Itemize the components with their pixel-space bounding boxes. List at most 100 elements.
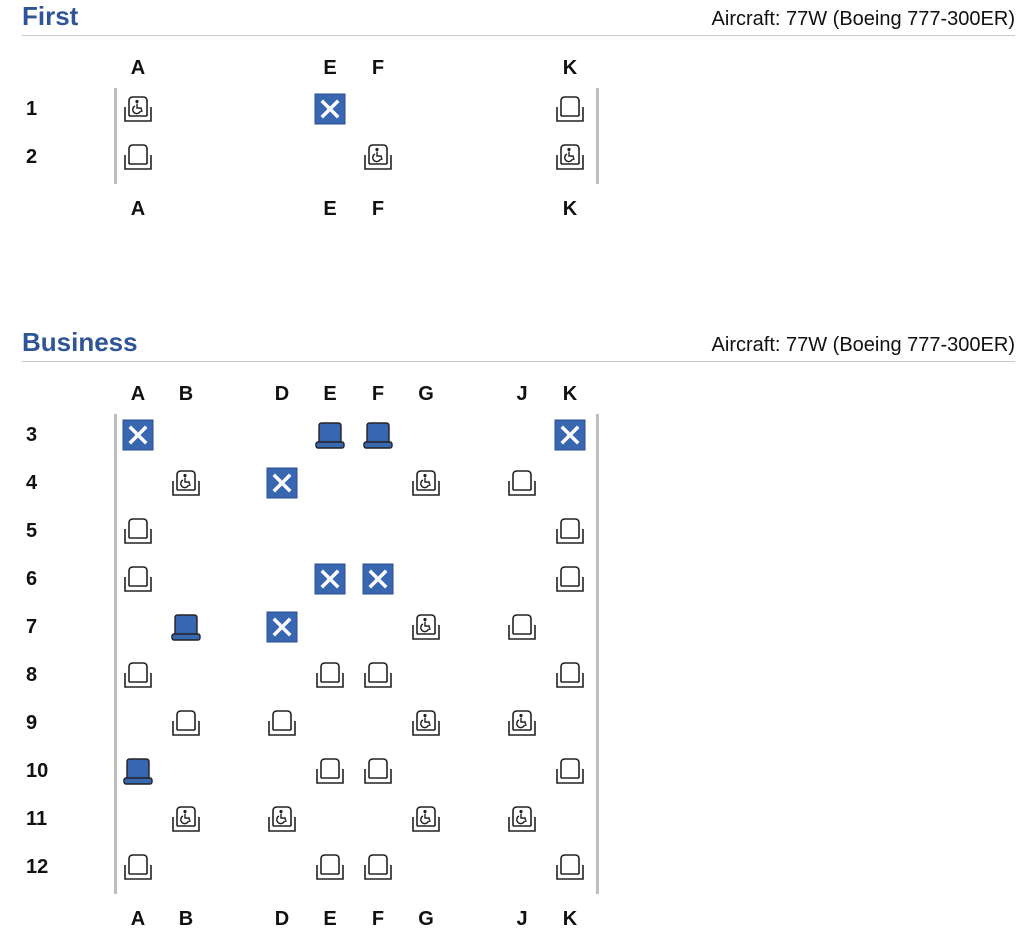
seat-6F-unavailable <box>361 562 395 596</box>
column-label-bottom: F <box>371 908 385 930</box>
column-label-bottom: A <box>130 198 146 220</box>
row-label: 11 <box>26 808 48 830</box>
row-label: 8 <box>26 664 38 686</box>
seat-icon <box>316 662 344 688</box>
seat-8F-available[interactable] <box>361 658 395 692</box>
seat-6A-available[interactable] <box>121 562 155 596</box>
seat-3K-unavailable <box>553 418 587 452</box>
seat-2F-accessible[interactable] <box>361 140 395 174</box>
seat-5K-available[interactable] <box>553 514 587 548</box>
column-label-bottom: A <box>130 908 146 930</box>
seat-icon <box>124 662 152 688</box>
column-label-bottom: D <box>274 908 290 930</box>
seat-10F-available[interactable] <box>361 754 395 788</box>
seat-icon <box>316 758 344 784</box>
column-label-top: F <box>371 57 385 79</box>
seat-icon <box>316 854 344 880</box>
wheelchair-seat-icon <box>364 144 392 170</box>
seat-icon <box>124 854 152 880</box>
wheelchair-seat-icon <box>412 470 440 496</box>
column-label-top: J <box>516 383 528 405</box>
seat-11D-accessible[interactable] <box>265 802 299 836</box>
seat-12F-available[interactable] <box>361 850 395 884</box>
row-label: 3 <box>26 424 38 446</box>
wheelchair-seat-icon <box>268 806 296 832</box>
seat-11B-accessible[interactable] <box>169 802 203 836</box>
column-label-bottom: F <box>371 198 385 220</box>
column-label-bottom: J <box>516 908 528 930</box>
seat-6E-unavailable <box>313 562 347 596</box>
seat-4J-available[interactable] <box>505 466 539 500</box>
seat-3F-occupied[interactable] <box>361 418 395 452</box>
seat-8E-available[interactable] <box>313 658 347 692</box>
seat-4B-accessible[interactable] <box>169 466 203 500</box>
seat-12K-available[interactable] <box>553 850 587 884</box>
seat-icon <box>268 710 296 736</box>
section-header: First Aircraft: 77W (Boeing 777-300ER) <box>22 1 1015 36</box>
seat-2A-available[interactable] <box>121 140 155 174</box>
unavailable-x-icon <box>266 611 298 643</box>
seat-icon <box>556 662 584 688</box>
seat-7D-unavailable <box>265 610 299 644</box>
seat-10A-occupied[interactable] <box>121 754 155 788</box>
row-label: 9 <box>26 712 38 734</box>
seat-9J-accessible[interactable] <box>505 706 539 740</box>
unavailable-x-icon <box>314 93 346 125</box>
seat-5A-available[interactable] <box>121 514 155 548</box>
seat-2K-accessible[interactable] <box>553 140 587 174</box>
wheelchair-seat-icon <box>508 710 536 736</box>
column-label-top: D <box>274 383 290 405</box>
seat-icon <box>124 518 152 544</box>
seat-7J-available[interactable] <box>505 610 539 644</box>
column-label-top: E <box>323 57 337 79</box>
column-label-top: F <box>371 383 385 405</box>
aircraft-info: Aircraft: 77W (Boeing 777-300ER) <box>711 334 1015 356</box>
left-cabin-wall <box>114 88 117 184</box>
seat-icon <box>124 566 152 592</box>
occupied-seat-icon <box>363 422 393 449</box>
seat-icon <box>556 96 584 122</box>
column-label-top: G <box>418 383 434 405</box>
seat-12E-available[interactable] <box>313 850 347 884</box>
column-label-bottom: E <box>323 198 337 220</box>
seat-1K-available[interactable] <box>553 92 587 126</box>
seat-4G-accessible[interactable] <box>409 466 443 500</box>
unavailable-x-icon <box>266 467 298 499</box>
seat-icon <box>364 758 392 784</box>
seat-1E-unavailable <box>313 92 347 126</box>
first-class-section: First Aircraft: 77W (Boeing 777-300ER) A… <box>22 1 1015 220</box>
row-label: 4 <box>26 472 38 494</box>
seat-1A-accessible[interactable] <box>121 92 155 126</box>
seat-9D-available[interactable] <box>265 706 299 740</box>
occupied-seat-icon <box>123 758 153 785</box>
seat-3E-occupied[interactable] <box>313 418 347 452</box>
wheelchair-seat-icon <box>412 710 440 736</box>
seat-4D-unavailable <box>265 466 299 500</box>
seat-6K-available[interactable] <box>553 562 587 596</box>
seat-10E-available[interactable] <box>313 754 347 788</box>
seat-11J-accessible[interactable] <box>505 802 539 836</box>
wheelchair-seat-icon <box>172 470 200 496</box>
unavailable-x-icon <box>314 563 346 595</box>
seat-icon <box>364 854 392 880</box>
left-cabin-wall <box>114 414 117 894</box>
wheelchair-seat-icon <box>412 806 440 832</box>
seat-icon <box>124 144 152 170</box>
wheelchair-seat-icon <box>556 144 584 170</box>
column-label-top: A <box>130 57 146 79</box>
seat-icon <box>556 854 584 880</box>
seat-8A-available[interactable] <box>121 658 155 692</box>
seat-12A-available[interactable] <box>121 850 155 884</box>
seat-9G-accessible[interactable] <box>409 706 443 740</box>
seat-8K-available[interactable] <box>553 658 587 692</box>
column-label-bottom: E <box>323 908 337 930</box>
seat-7G-accessible[interactable] <box>409 610 443 644</box>
seat-9B-available[interactable] <box>169 706 203 740</box>
seat-10K-available[interactable] <box>553 754 587 788</box>
unavailable-x-icon <box>122 419 154 451</box>
column-label-bottom: K <box>562 198 578 220</box>
business-class-section: Business Aircraft: 77W (Boeing 777-300ER… <box>22 327 1015 930</box>
seat-11G-accessible[interactable] <box>409 802 443 836</box>
seat-7B-occupied[interactable] <box>169 610 203 644</box>
seat-icon <box>556 566 584 592</box>
